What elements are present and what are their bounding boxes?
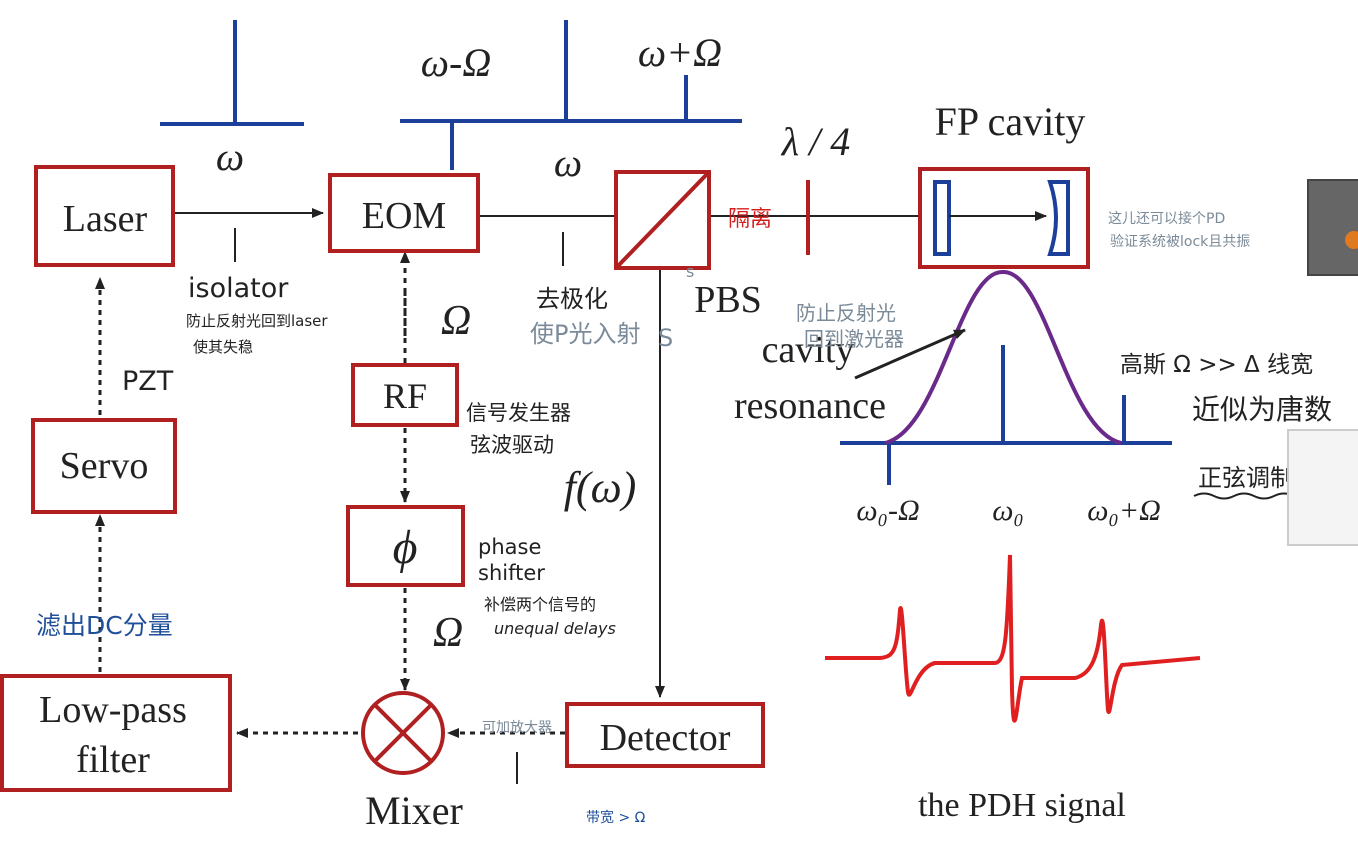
isolator-note-line1: 防止反射光回到laser	[186, 312, 328, 330]
axis-label-plus: ω₀+Ω	[1087, 494, 1161, 527]
axis-label-center: ω₀	[992, 494, 1024, 527]
omega-eom-label: ω	[554, 140, 582, 185]
laser-spectrum	[160, 20, 304, 126]
detector-label: Detector	[600, 717, 731, 759]
mixer-omega-label: Ω	[433, 610, 463, 656]
delay-note-line2: unequal delays	[494, 619, 616, 638]
electronic-paths	[95, 251, 565, 738]
filter-dc-note: 滤出DC分量	[36, 611, 173, 640]
lowpass-label-line1: Low-pass	[39, 689, 187, 731]
gaussian-note: 高斯 Ω >> Δ 线宽	[1120, 352, 1313, 378]
signal-generator-line2: 弦波驱动	[470, 433, 554, 457]
pbs-cube	[614, 170, 711, 270]
cropped-panel	[1287, 429, 1358, 546]
eom-label: EOM	[362, 195, 446, 237]
eom-block: EOM	[328, 173, 480, 253]
lowpass-label-line2: filter	[76, 739, 150, 781]
phase-shifter-label: ϕ	[393, 521, 418, 574]
isolate-note: 隔离	[728, 207, 772, 232]
sin-underline	[1193, 492, 1295, 500]
pdh-signal-curve	[825, 554, 1201, 723]
prevent-reflection-line2: 回到激光器	[804, 327, 904, 351]
phase-shifter-note-line2: shifter	[478, 561, 545, 585]
rf-omega-label: Ω	[441, 298, 471, 344]
pd-note-line1: 这儿还可以接个PD	[1108, 210, 1225, 227]
bandwidth-note: 带宽 > Ω	[586, 809, 646, 826]
pdh-signal-label: the PDH signal	[918, 787, 1126, 824]
fp-cavity-label: FP cavity	[935, 99, 1086, 144]
delay-note-line1: 补偿两个信号的	[484, 595, 596, 614]
omega-minus-label: ω-Ω	[421, 40, 492, 85]
amplifier-note: 可加放大器	[482, 720, 552, 736]
cropped-device-icon	[1307, 179, 1358, 276]
servo-label: Servo	[60, 445, 149, 487]
sin-modulation-note: 正弦调制	[1198, 464, 1294, 492]
f-omega-label: f(ω)	[564, 463, 637, 512]
fp-cavity	[918, 167, 1090, 269]
eom-spectrum	[400, 20, 742, 170]
prevent-reflection-line1: 防止反射光	[796, 301, 896, 325]
mixer-symbol	[361, 691, 445, 775]
pbs-label: PBS	[694, 279, 762, 321]
tick-marks	[234, 228, 564, 784]
axis-label-minus: ω₀-Ω	[856, 494, 919, 527]
cavity-resonance-line1: cavity	[762, 329, 855, 371]
cavity-resonance-line2: resonance	[734, 385, 886, 427]
omega-laser-label: ω	[216, 134, 244, 179]
approx-note: 近似为唐数	[1192, 393, 1332, 426]
rf-block: RF	[351, 363, 459, 427]
s-small-note: s	[686, 262, 694, 281]
detector-block: Detector	[565, 702, 765, 768]
pd-note-line2: 验证系统被lock且共振	[1110, 234, 1250, 250]
phase-shifter-block: ϕ	[346, 505, 465, 587]
mixer-label: Mixer	[365, 788, 463, 833]
laser-label: Laser	[63, 198, 148, 240]
servo-block: Servo	[31, 418, 177, 514]
s-mark-note: S	[658, 324, 673, 352]
phase-shifter-note-line1: phase	[478, 535, 541, 559]
resonance-plot	[840, 269, 1172, 485]
pzt-note: PZT	[122, 366, 174, 397]
omega-plus-label: ω+Ω	[638, 30, 722, 75]
isolator-note-line2: 使其失稳	[193, 338, 253, 356]
polarization-note: 去极化	[536, 285, 608, 313]
signal-generator-line1: 信号发生器	[466, 401, 571, 425]
isolator-note: isolator	[188, 273, 289, 304]
rf-label: RF	[383, 376, 427, 416]
lowpass-filter-block: Low-pass filter	[0, 674, 232, 792]
lambda-quarter-label: λ / 4	[781, 119, 850, 164]
laser-block: Laser	[34, 165, 175, 267]
p-light-note: 使P光入射	[530, 320, 640, 348]
